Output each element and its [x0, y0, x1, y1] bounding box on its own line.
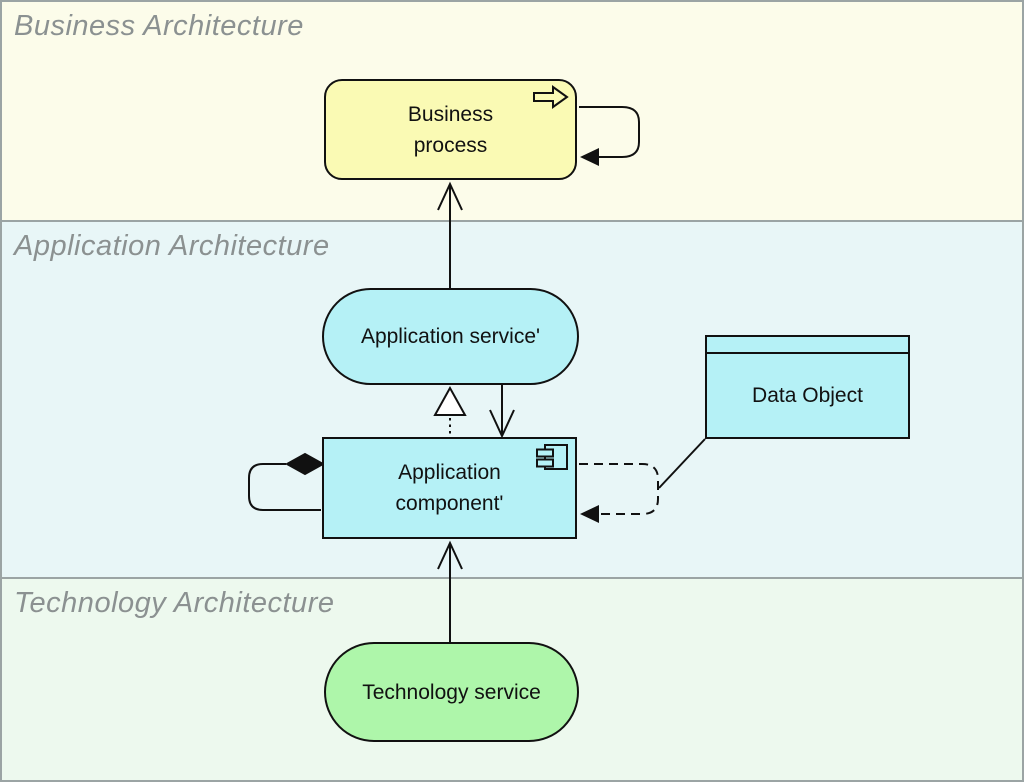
triggering-self-loop-business-process[interactable]: [579, 106, 640, 166]
process-arrow-icon: [533, 85, 569, 109]
node-label: Application: [398, 461, 501, 484]
serving-arrow-application-service-to-business-process[interactable]: [437, 181, 463, 288]
layer-label-technology: Technology Architecture: [14, 587, 335, 619]
layer-label-application: Application Architecture: [14, 230, 330, 262]
node-application-component[interactable]: Application component': [322, 437, 577, 539]
composition-self-loop-application-component[interactable]: [248, 452, 326, 511]
filled-diamond-icon: [284, 452, 326, 476]
filled-arrowhead-icon: [580, 148, 599, 166]
node-label: Data Object: [752, 384, 863, 407]
open-arrowhead-icon: [437, 181, 463, 211]
layer-label-business: Business Architecture: [14, 10, 304, 42]
realization-arrow-application-component-to-application-service[interactable]: [433, 385, 467, 436]
serving-arrow-technology-service-to-application-component[interactable]: [437, 540, 463, 642]
serving-arrow-application-service-to-application-component[interactable]: [489, 385, 515, 439]
flow-self-loop-application-component[interactable]: [579, 463, 659, 523]
data-object-header-bar: [707, 337, 908, 354]
node-label: process: [413, 133, 488, 157]
uml-component-icon: [536, 444, 568, 470]
node-label: Business: [407, 102, 494, 126]
node-business-process[interactable]: Business process: [324, 79, 577, 180]
association-line-data-object-to-flow[interactable]: [658, 438, 706, 489]
open-arrowhead-icon: [489, 409, 515, 439]
connector-line: [579, 106, 640, 158]
node-technology-service[interactable]: Technology service: [324, 642, 579, 742]
node-label: Technology service: [362, 680, 541, 704]
node-label: component': [395, 492, 504, 515]
connector-line: [579, 463, 659, 515]
data-object-body: Data Object: [707, 354, 908, 437]
open-arrowhead-icon: [437, 540, 463, 570]
node-data-object[interactable]: Data Object: [705, 335, 910, 439]
connector-line: [248, 463, 321, 511]
node-label: Application service': [360, 325, 541, 348]
connector-line: [658, 438, 706, 489]
filled-arrowhead-icon: [580, 505, 599, 523]
hollow-triangle-arrowhead-icon: [433, 385, 467, 416]
node-application-service[interactable]: Application service': [322, 288, 579, 385]
